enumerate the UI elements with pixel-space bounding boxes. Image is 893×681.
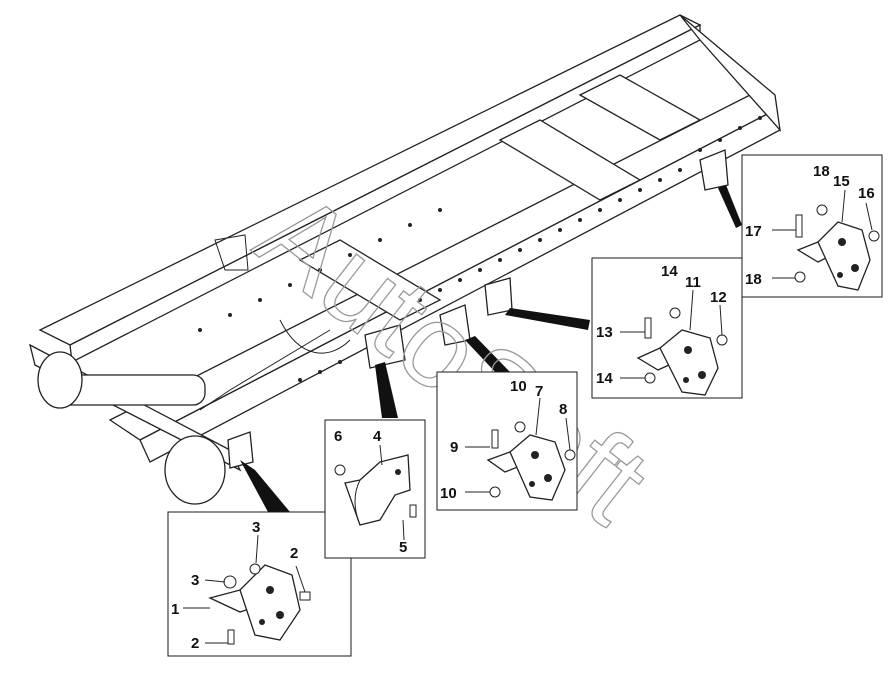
- callout-4: 4: [373, 428, 382, 445]
- detail-box-front-mount: [167, 511, 352, 657]
- callout-10: 10: [510, 378, 527, 395]
- callout-15: 15: [833, 173, 850, 190]
- callout-3: 3: [191, 572, 199, 589]
- pointer-wedges: [240, 185, 742, 512]
- callout-13: 13: [596, 324, 613, 341]
- callout-14: 14: [596, 370, 613, 387]
- callout-3: 3: [252, 519, 260, 536]
- callout-2: 2: [290, 545, 298, 562]
- callout-1: 1: [171, 601, 179, 618]
- callout-12: 12: [710, 289, 727, 306]
- callout-11: 11: [685, 274, 701, 291]
- callout-6: 6: [334, 428, 342, 445]
- callout-8: 8: [559, 401, 567, 418]
- callout-17: 17: [745, 223, 762, 240]
- callout-14: 14: [661, 263, 678, 280]
- callout-numbers: 1 2 2 3 3 4 5 6 7 8 9 10 10 11 12 13 14 …: [171, 163, 875, 652]
- detail-box-mid-mount-a: [436, 371, 578, 511]
- callout-18: 18: [813, 163, 830, 180]
- chassis-frame: [29, 14, 781, 505]
- detail-box-mid-mount-b: [591, 257, 743, 399]
- callout-7: 7: [535, 383, 543, 400]
- callout-18: 18: [745, 271, 762, 288]
- detail-box-bracket: [324, 419, 426, 559]
- detail-box-rear-mount: [741, 154, 883, 298]
- callout-10: 10: [440, 485, 457, 502]
- callout-9: 9: [450, 439, 458, 456]
- callout-5: 5: [399, 539, 407, 556]
- callout-16: 16: [858, 185, 875, 202]
- callout-2: 2: [191, 635, 199, 652]
